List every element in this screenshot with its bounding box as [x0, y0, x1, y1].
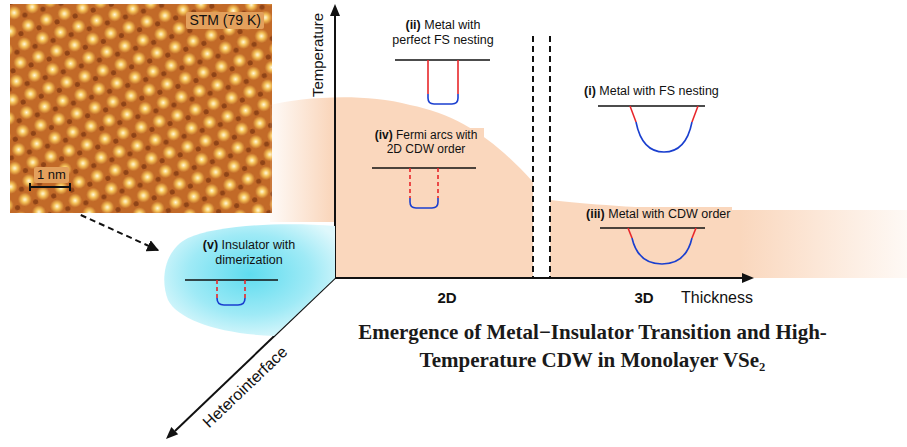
fermi-level: [600, 227, 705, 229]
figure-title: Emergence of Metal−Insulator Transition …: [305, 318, 880, 375]
axis-label: Temperature: [309, 13, 327, 97]
stm-image: [10, 4, 272, 213]
band-blue: [428, 94, 458, 104]
divider-line: [549, 36, 551, 278]
band-red: [628, 228, 632, 238]
divider-line: [532, 36, 534, 278]
image-label: STM (79 K): [186, 12, 264, 29]
band-diagram: [372, 168, 476, 208]
band-diagram: [395, 60, 490, 104]
axis-label: Heterointerface: [199, 342, 291, 431]
stm-background: [10, 4, 272, 213]
scale-bar-line: [30, 186, 70, 188]
region-fill: [164, 224, 335, 336]
thickness-axis: [335, 277, 744, 279]
fermi-level: [395, 59, 490, 61]
axis-arrowhead: [330, 4, 340, 16]
regime-label: (iv) Fermi arcs with 2D CDW order: [368, 128, 484, 157]
band-red: [409, 168, 411, 198]
insulator-region: (v) Insulator with dimerization: [160, 222, 335, 350]
band-red: [427, 60, 429, 94]
regime-label: (v) Insulator with dimerization: [194, 238, 304, 268]
regime-label: (ii) Metal with perfect FS nesting: [388, 18, 498, 48]
band-blue: [636, 122, 692, 152]
fermi-level: [372, 167, 476, 169]
dashed-arrow: [81, 215, 158, 250]
band-red: [457, 60, 459, 94]
axis-arrowhead: [742, 273, 754, 283]
stm-lattice: [10, 4, 272, 213]
fermi-level: [598, 105, 705, 107]
regime-label: (iii) Metal with CDW order: [584, 207, 732, 222]
band-diagram: [600, 228, 705, 264]
band-red: [244, 280, 246, 298]
dimension-divider: [533, 36, 550, 278]
scale-bar-tick: [29, 183, 31, 191]
scale-bar-tick: [69, 183, 71, 191]
axis-tick-label: 2D: [437, 289, 456, 307]
band-blue: [410, 198, 438, 208]
band-red: [437, 168, 439, 198]
regime-label: (i) Metal with FS nesting: [584, 84, 719, 99]
band-diagram: [598, 106, 705, 152]
band-red: [692, 106, 698, 122]
band-red: [216, 280, 218, 298]
axes: [166, 4, 754, 439]
scale-bar: [30, 183, 70, 191]
cdw-region: [270, 97, 907, 278]
cdw-region-3d: [550, 200, 907, 278]
band-diagram: [185, 280, 278, 305]
axis-tick-label: 3D: [634, 289, 653, 307]
band-red: [630, 106, 636, 122]
band-red: [692, 228, 696, 238]
scale-label: 1 nm: [34, 167, 69, 183]
band-blue: [632, 238, 692, 264]
fermi-level: [185, 279, 278, 281]
band-blue: [217, 298, 245, 305]
axis-arrowhead: [166, 427, 178, 439]
axis-label: Thickness: [681, 288, 753, 307]
stm-image-box: STM (79 K) 1 nm: [10, 4, 272, 213]
